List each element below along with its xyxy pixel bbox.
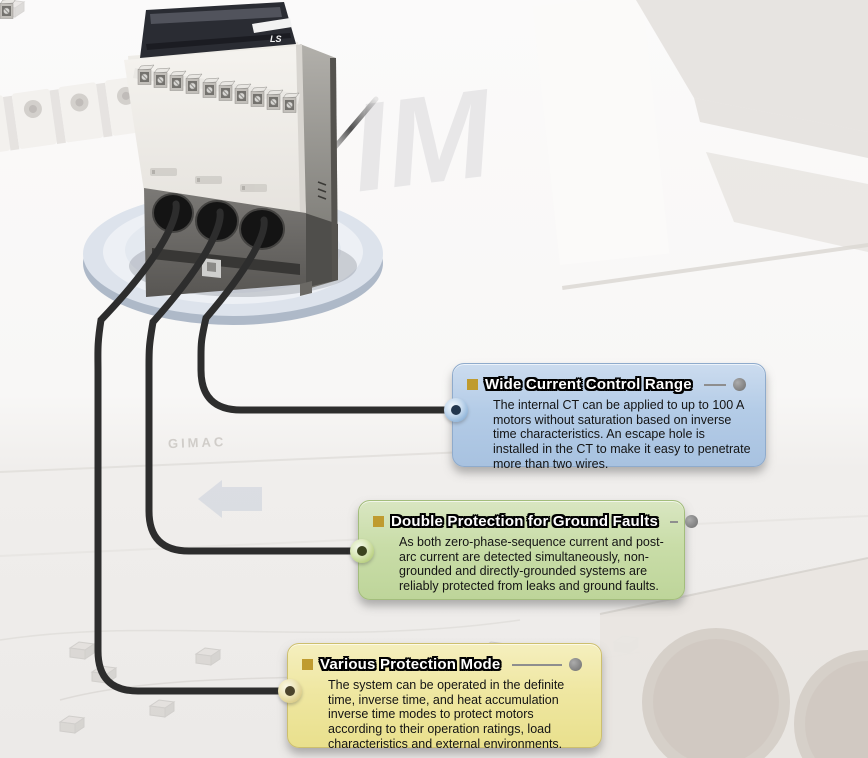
din-rail-slot	[152, 248, 300, 275]
callout-body: The internal CT can be applied to up to …	[493, 398, 751, 471]
callout-wide-current-control-range: Wide Current Control Range The internal …	[452, 363, 766, 471]
lead-line	[512, 663, 562, 666]
faded-machine-top-right	[0, 0, 868, 290]
connector-dot-icon	[569, 658, 582, 671]
callout-body: As both zero-phase-sequence current and …	[399, 535, 664, 593]
wire-connector-green-icon	[350, 539, 374, 563]
callout-header: Various Protection Mode	[302, 655, 587, 674]
terminal-strip	[0, 0, 300, 113]
bullet-square-icon	[467, 379, 478, 390]
bullet-square-icon	[302, 659, 313, 670]
callout-header: Wide Current Control Range	[467, 375, 751, 394]
lead-line	[703, 383, 726, 386]
cable-to-yellow	[94, 200, 294, 695]
phase-marking	[150, 168, 267, 192]
callout-title: Wide Current Control Range	[485, 376, 692, 393]
watermark-text: IM	[344, 63, 502, 218]
side-vents	[317, 181, 327, 200]
callout-body: The system can be operated in the defini…	[328, 678, 565, 751]
lead-line	[670, 520, 678, 523]
callout-various-protection-mode: Various Protection Mode The system can b…	[287, 643, 602, 751]
cables	[94, 200, 460, 695]
wire-connector-blue-icon	[444, 398, 468, 422]
faded-unit-bottom-right	[599, 557, 868, 758]
connector-dot-icon	[733, 378, 746, 391]
cable-to-blue	[197, 216, 460, 414]
callout-header: Double Protection for Ground Faults	[373, 512, 698, 531]
callout-title: Various Protection Mode	[320, 656, 501, 673]
motor-protection-relay: LS	[0, 0, 338, 297]
wire-connector-yellow-icon	[278, 679, 302, 703]
callout-double-protection-ground-faults: Double Protection for Ground Faults As b…	[358, 500, 698, 600]
device-side-base	[304, 213, 338, 288]
callout-title: Double Protection for Ground Faults	[391, 513, 658, 530]
wire-connector-core	[451, 405, 461, 415]
wire-connector-core	[357, 546, 367, 556]
wire-connector-core	[285, 686, 295, 696]
bullet-square-icon	[373, 516, 384, 527]
faded-label-gimac: GIMAC	[168, 434, 227, 451]
cable-to-green	[145, 208, 366, 555]
stray-cable	[327, 96, 379, 156]
brand-logo: LS	[270, 34, 282, 44]
faded-terminal-row	[0, 54, 299, 156]
brand-label-strip	[252, 18, 292, 33]
connector-dot-icon	[685, 515, 698, 528]
watermark-wash	[532, 0, 670, 265]
